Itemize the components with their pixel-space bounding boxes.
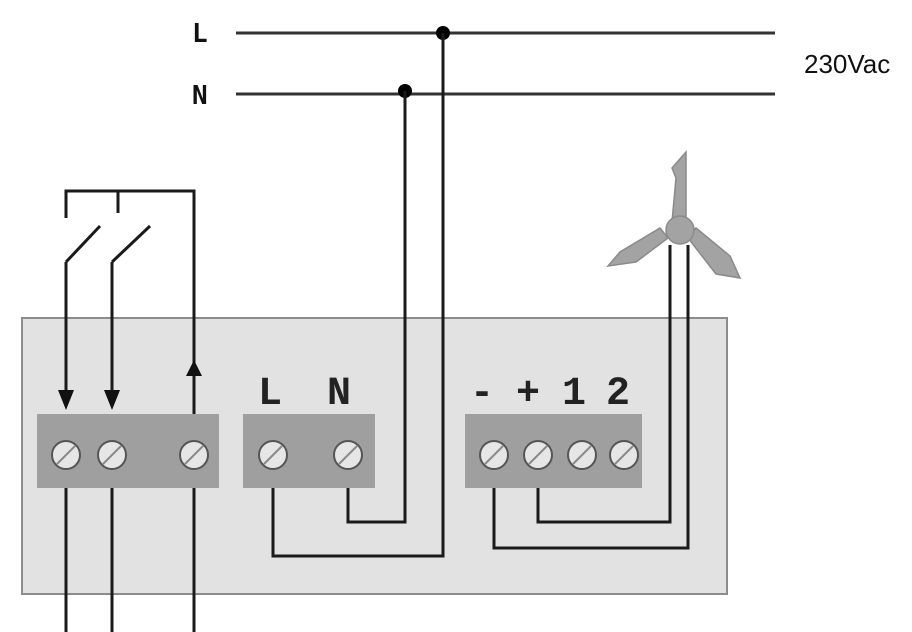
screw-slot xyxy=(572,445,592,465)
terminal-block-power xyxy=(243,414,375,488)
screw-slot xyxy=(484,445,504,465)
supply-label-l: L xyxy=(192,19,208,49)
screw-slot xyxy=(263,445,283,465)
screw-slot xyxy=(56,445,76,465)
supply-voltage-label: 230Vac xyxy=(804,49,890,79)
switch-contact-1 xyxy=(64,224,102,264)
terminal-label-minus: - xyxy=(470,372,494,417)
screw-slot xyxy=(528,445,548,465)
wire-n-feed xyxy=(346,91,407,524)
switch-contact-2 xyxy=(110,224,152,264)
fan-wire-plus xyxy=(536,245,672,524)
terminal-label-n: N xyxy=(327,372,351,417)
terminal-label-2: 2 xyxy=(606,372,630,417)
screw-slot xyxy=(102,445,122,465)
arrow-up-icon xyxy=(186,360,202,376)
arrow-down-icon xyxy=(58,390,74,410)
terminal-label-1: 1 xyxy=(562,372,586,417)
supply-label-n: N xyxy=(192,81,208,111)
screw-slot xyxy=(184,445,204,465)
terminal-block-inputs xyxy=(37,414,219,488)
screw-slot xyxy=(338,445,358,465)
fan-icon xyxy=(606,150,742,279)
terminal-label-plus: + xyxy=(516,372,540,417)
fan-wire-minus xyxy=(492,245,690,550)
switch-common-wire xyxy=(64,189,196,372)
terminal-label-l: L xyxy=(258,372,282,417)
screw-slot xyxy=(614,445,634,465)
wire-l-feed xyxy=(271,33,445,558)
terminal-block-fan xyxy=(465,414,642,488)
arrow-down-icon xyxy=(104,390,120,410)
